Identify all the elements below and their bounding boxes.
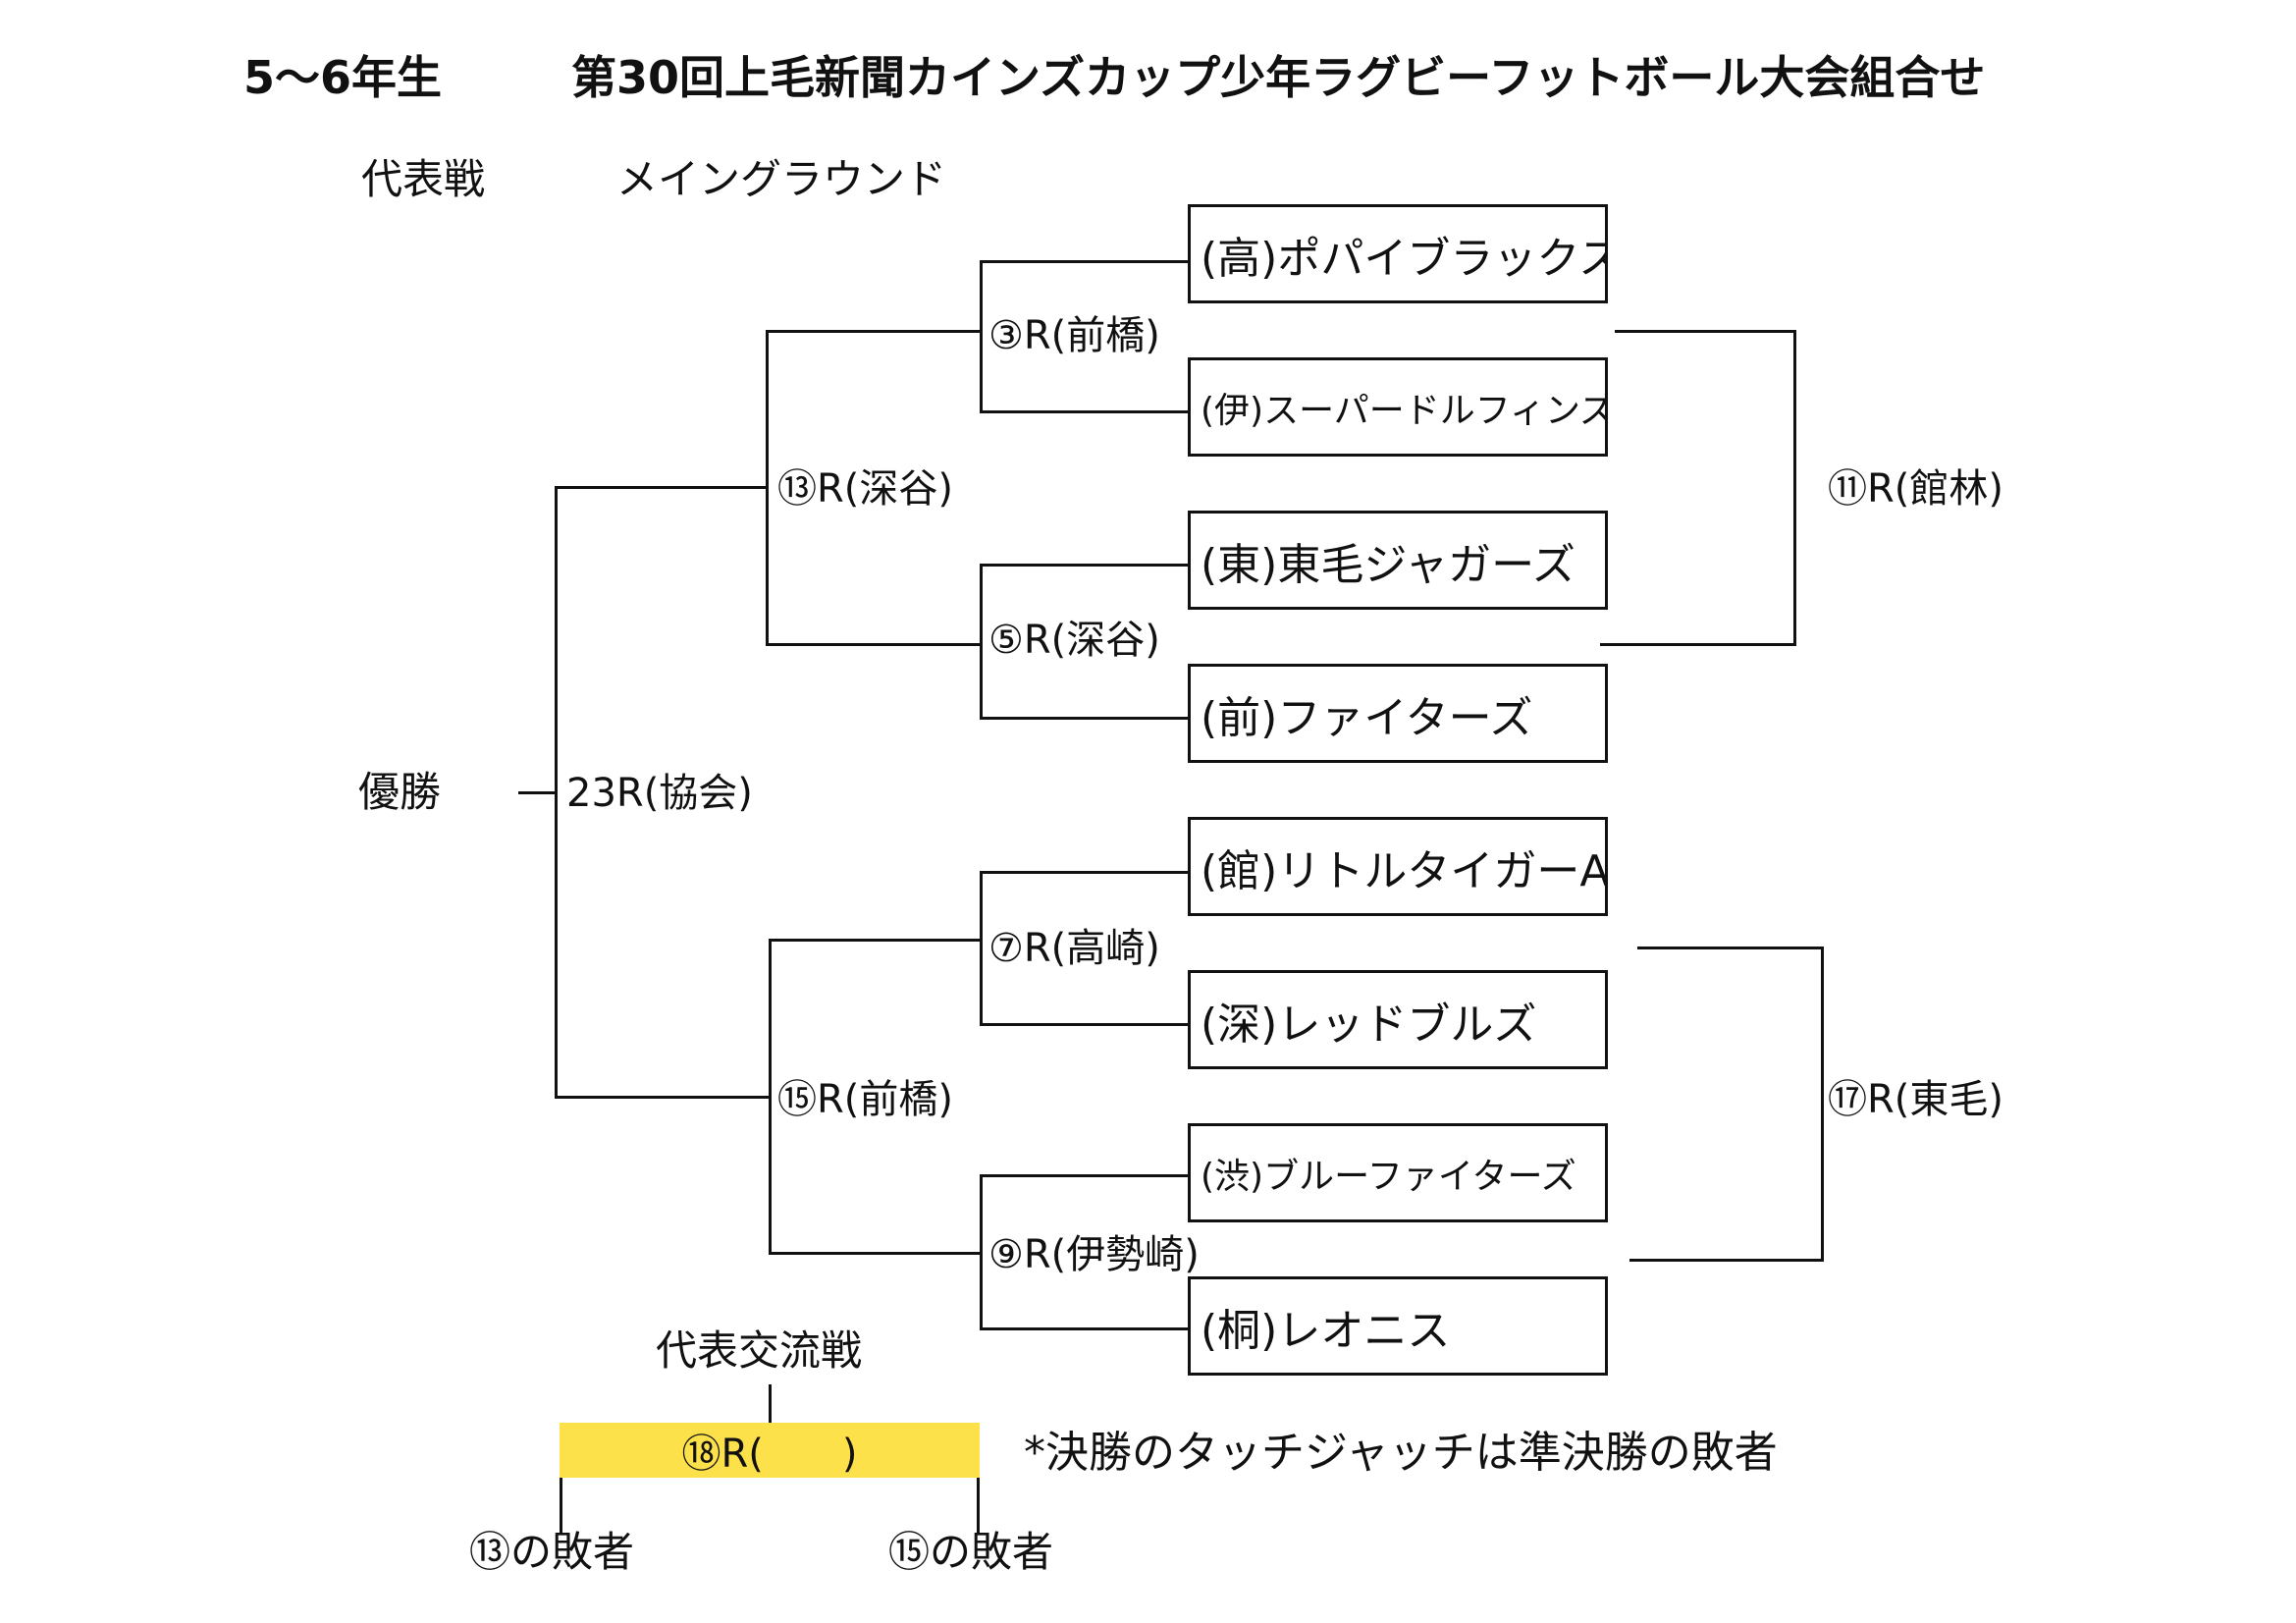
- team-box: (東)東毛ジャガーズ: [1188, 511, 1608, 610]
- round-label-r18: ⑱R( ): [681, 1432, 858, 1477]
- round-label-r13: ⑬R(深谷): [775, 466, 956, 512]
- round-label-r3: ③R(前橋): [987, 313, 1162, 358]
- team-box: (深)レッドブルズ: [1188, 970, 1608, 1069]
- team-box: (館)リトルタイガーA: [1188, 817, 1608, 916]
- loser-15-label: ⑮の敗者: [888, 1528, 1054, 1576]
- team-box: (渋)ブルーファイターズ: [1188, 1123, 1608, 1222]
- round-label-r5: ⑤R(深谷): [987, 618, 1162, 663]
- exchange-round-bar: ⑱R( ): [560, 1423, 980, 1478]
- team-box: (桐)レオニス: [1188, 1276, 1608, 1376]
- round-label-r9: ⑨R(伊勢崎): [987, 1232, 1201, 1277]
- champion-label: 優勝: [358, 768, 442, 816]
- round-label-r17: ⑰R(東毛): [1826, 1077, 2006, 1122]
- round-label-r11: ⑪R(館林): [1826, 466, 2006, 512]
- rep-match-label: 代表戦: [361, 155, 486, 203]
- round-label-r15: ⑮R(前橋): [775, 1077, 956, 1122]
- round-label-r7: ⑦R(高崎): [987, 926, 1162, 971]
- team-box: (高)ポパイブラックス: [1188, 204, 1608, 303]
- round-label-final: 23R(協会): [564, 771, 755, 816]
- loser-13-label: ⑬の敗者: [469, 1528, 635, 1576]
- exchange-match-label: 代表交流戦: [656, 1326, 863, 1375]
- team-box: (伊)スーパードルフィンズ: [1188, 357, 1608, 457]
- grade-label: 5〜6年生: [243, 51, 443, 104]
- team-box: (前)ファイターズ: [1188, 664, 1608, 763]
- page-title: 第30回上毛新聞カインズカップ少年ラグビーフットボール大会組合せ: [571, 51, 1986, 104]
- main-ground-label: メイングラウンド: [616, 155, 947, 203]
- touch-judge-note: *決勝のタッチジャッチは準決勝の敗者: [1024, 1428, 1778, 1478]
